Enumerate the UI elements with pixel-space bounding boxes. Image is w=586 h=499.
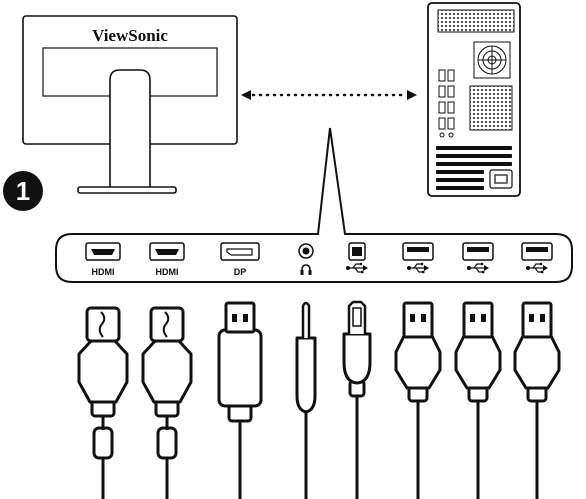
hdmi-cable (141, 306, 193, 499)
headphone-icon (300, 264, 312, 275)
port-label: HDMI (92, 267, 115, 277)
step-number: 1 (16, 176, 30, 206)
expansion-slots (436, 146, 512, 190)
port-usb-a (521, 242, 553, 274)
cable-usb-a (513, 301, 561, 499)
usb-a-cable (513, 301, 561, 499)
cable-hdmi (141, 306, 193, 499)
usb-symbol-icon (462, 242, 494, 261)
cable-usb-a (454, 301, 502, 499)
usb-symbol-icon (526, 262, 548, 274)
cable-row (77, 300, 561, 499)
usb-symbol-icon (407, 262, 429, 274)
arrowhead-right-icon (407, 90, 417, 100)
power-socket-icon (489, 169, 513, 189)
hdmi-port-icon (149, 242, 185, 261)
port-usb-b (346, 242, 368, 274)
tower-mid-vent (469, 85, 513, 131)
headphone-icon (298, 243, 314, 259)
usb-a-cable (454, 301, 502, 499)
cable-hdmi (77, 306, 129, 499)
tower-top-vent (437, 9, 515, 33)
port-usb-a (402, 242, 434, 274)
monitor-illustration: ViewSonic (22, 15, 238, 194)
port-label: HDMI (156, 267, 179, 277)
arrowhead-left-icon (241, 90, 251, 100)
audio-cable (295, 301, 317, 499)
computer-tower-illustration (427, 2, 521, 197)
fan-grille (473, 41, 511, 79)
step-badge: 1 (3, 171, 43, 211)
connection-arrow (241, 90, 417, 100)
io-panel (438, 69, 455, 138)
usb-symbol-icon (402, 242, 434, 261)
usb-symbol-icon (346, 262, 368, 274)
monitor-brand: ViewSonic (92, 26, 168, 45)
monitor-stand-neck (109, 69, 151, 190)
displayport-icon (220, 242, 260, 261)
displayport-cable (217, 301, 263, 499)
port-hdmi: HDMI (149, 242, 185, 277)
port-panel-callout (55, 127, 573, 283)
cable-usb-b (342, 300, 372, 499)
cable-dp (217, 301, 263, 499)
cable-usb-a (394, 301, 442, 499)
usb-symbol-icon (348, 242, 366, 261)
port-audio (298, 243, 314, 275)
port-usb-a (462, 242, 494, 274)
hdmi-port-icon (85, 242, 121, 261)
port-dp: DP (220, 242, 260, 277)
port-hdmi: HDMI (85, 242, 121, 277)
usb-a-cable (394, 301, 442, 499)
port-row: HDMI HDMI DP (85, 242, 553, 277)
usb-b-cable (342, 300, 372, 499)
hdmi-cable (77, 306, 129, 499)
port-label: DP (234, 267, 247, 277)
cable-audio (295, 301, 317, 499)
usb-symbol-icon (467, 262, 489, 274)
usb-symbol-icon (521, 242, 553, 261)
monitor-stand-base (77, 186, 177, 194)
